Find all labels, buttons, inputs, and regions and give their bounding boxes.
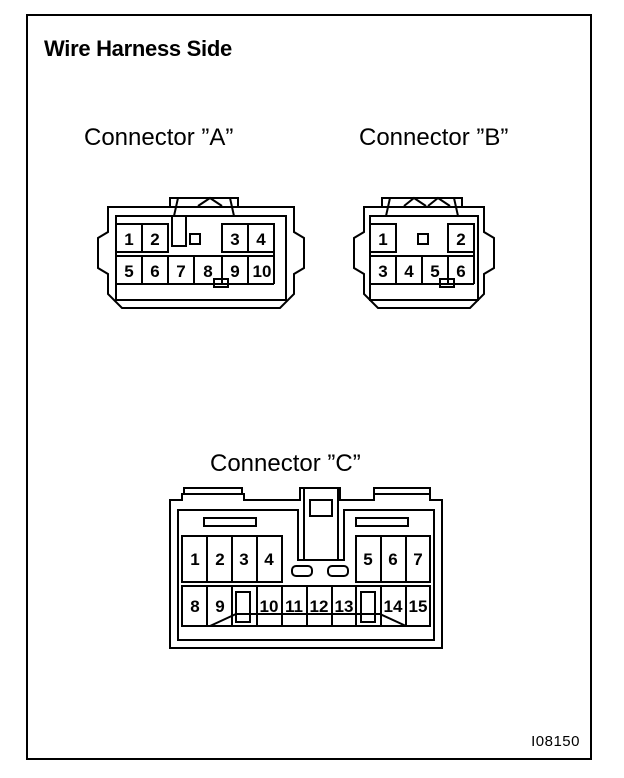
connector-c-pin-12: 12 (310, 597, 329, 616)
connector-c-shell (169, 487, 443, 649)
connector-c-right-key (327, 565, 349, 577)
connector-b-pin-1-box (369, 223, 397, 253)
connector-a-latch-top (169, 197, 239, 207)
connector-c-pin-3: 3 (239, 550, 248, 569)
connector-a-pin-8: 8 (203, 262, 212, 281)
connector-b-pin-5: 5 (430, 262, 439, 281)
connector-c-top-right-box (355, 535, 431, 583)
connector-c-pin-13: 13 (335, 597, 354, 616)
connector-c-right-rail (355, 517, 409, 527)
connector-b-label: Connector ”B” (359, 124, 509, 151)
connector-a-pin-10: 10 (253, 262, 272, 281)
connector-b-pin-4: 4 (404, 262, 414, 281)
connector-c-pin-2: 2 (215, 550, 224, 569)
connector-b-shell (353, 206, 495, 309)
connector-b-latch-lines (385, 196, 459, 217)
diagram-frame: Wire Harness Side Connector ”A” Connecto… (26, 14, 592, 760)
connector-c-label: Connector ”C” (210, 450, 361, 477)
connector-b-pin-2: 2 (456, 230, 465, 249)
connector-c-pin-4: 4 (264, 550, 274, 569)
connector-a-pin-1: 1 (124, 230, 133, 249)
connector-b-pin-1: 1 (378, 230, 387, 249)
connector-c-pin-7: 7 (413, 550, 422, 569)
connector-c-left-tab (183, 487, 243, 494)
connector-b-inner (369, 215, 479, 301)
connector-a-shell (97, 206, 305, 309)
connector-c-left-key (291, 565, 313, 577)
connector-a-pin-7: 7 (176, 262, 185, 281)
connector-a-pin-6: 6 (150, 262, 159, 281)
diagram-title: Wire Harness Side (44, 36, 232, 61)
connector-a-inner (115, 215, 287, 301)
connector-c-inner (177, 509, 435, 641)
connector-c-right-tab (373, 487, 431, 494)
connector-b-latch-top (381, 197, 463, 207)
connector-c-pin-11: 11 (285, 597, 303, 616)
connector-b-pin-6: 6 (456, 262, 465, 281)
connector-b-small-key (417, 233, 429, 245)
connector-c-pin-5: 5 (363, 550, 372, 569)
connector-a-key-slot (171, 216, 187, 247)
connector-c-left-rail (203, 517, 257, 527)
connector-b-pin-3: 3 (378, 262, 387, 281)
connector-c-bottom-ramp (209, 613, 407, 627)
connector-a-pin-3: 3 (230, 230, 239, 249)
connector-c-pin-14: 14 (384, 597, 403, 616)
connector-c-pin-9: 9 (215, 597, 224, 616)
connector-c-pin-10: 10 (260, 597, 279, 616)
connector-a-small-key (189, 233, 201, 245)
connector-c-pin-15: 15 (409, 597, 428, 616)
connector-a-pin-4: 4 (256, 230, 266, 249)
connector-a-latch-lines (173, 196, 235, 217)
connector-a-label: Connector ”A” (84, 124, 234, 151)
connector-a-pin-5: 5 (124, 262, 133, 281)
connector-c-pin-1: 1 (190, 550, 199, 569)
connector-a-pin-9: 9 (230, 262, 239, 281)
connector-c-pin-8: 8 (190, 597, 199, 616)
connector-c-blank-slot-left (235, 591, 251, 623)
connector-a-pin-2: 2 (150, 230, 159, 249)
connector-c-latch-window (309, 499, 333, 517)
figure-code: I08150 (531, 733, 580, 750)
connector-c-blank-slot-right (360, 591, 376, 623)
connector-c-latch-sides (303, 488, 339, 560)
connector-c-pin-6: 6 (388, 550, 397, 569)
